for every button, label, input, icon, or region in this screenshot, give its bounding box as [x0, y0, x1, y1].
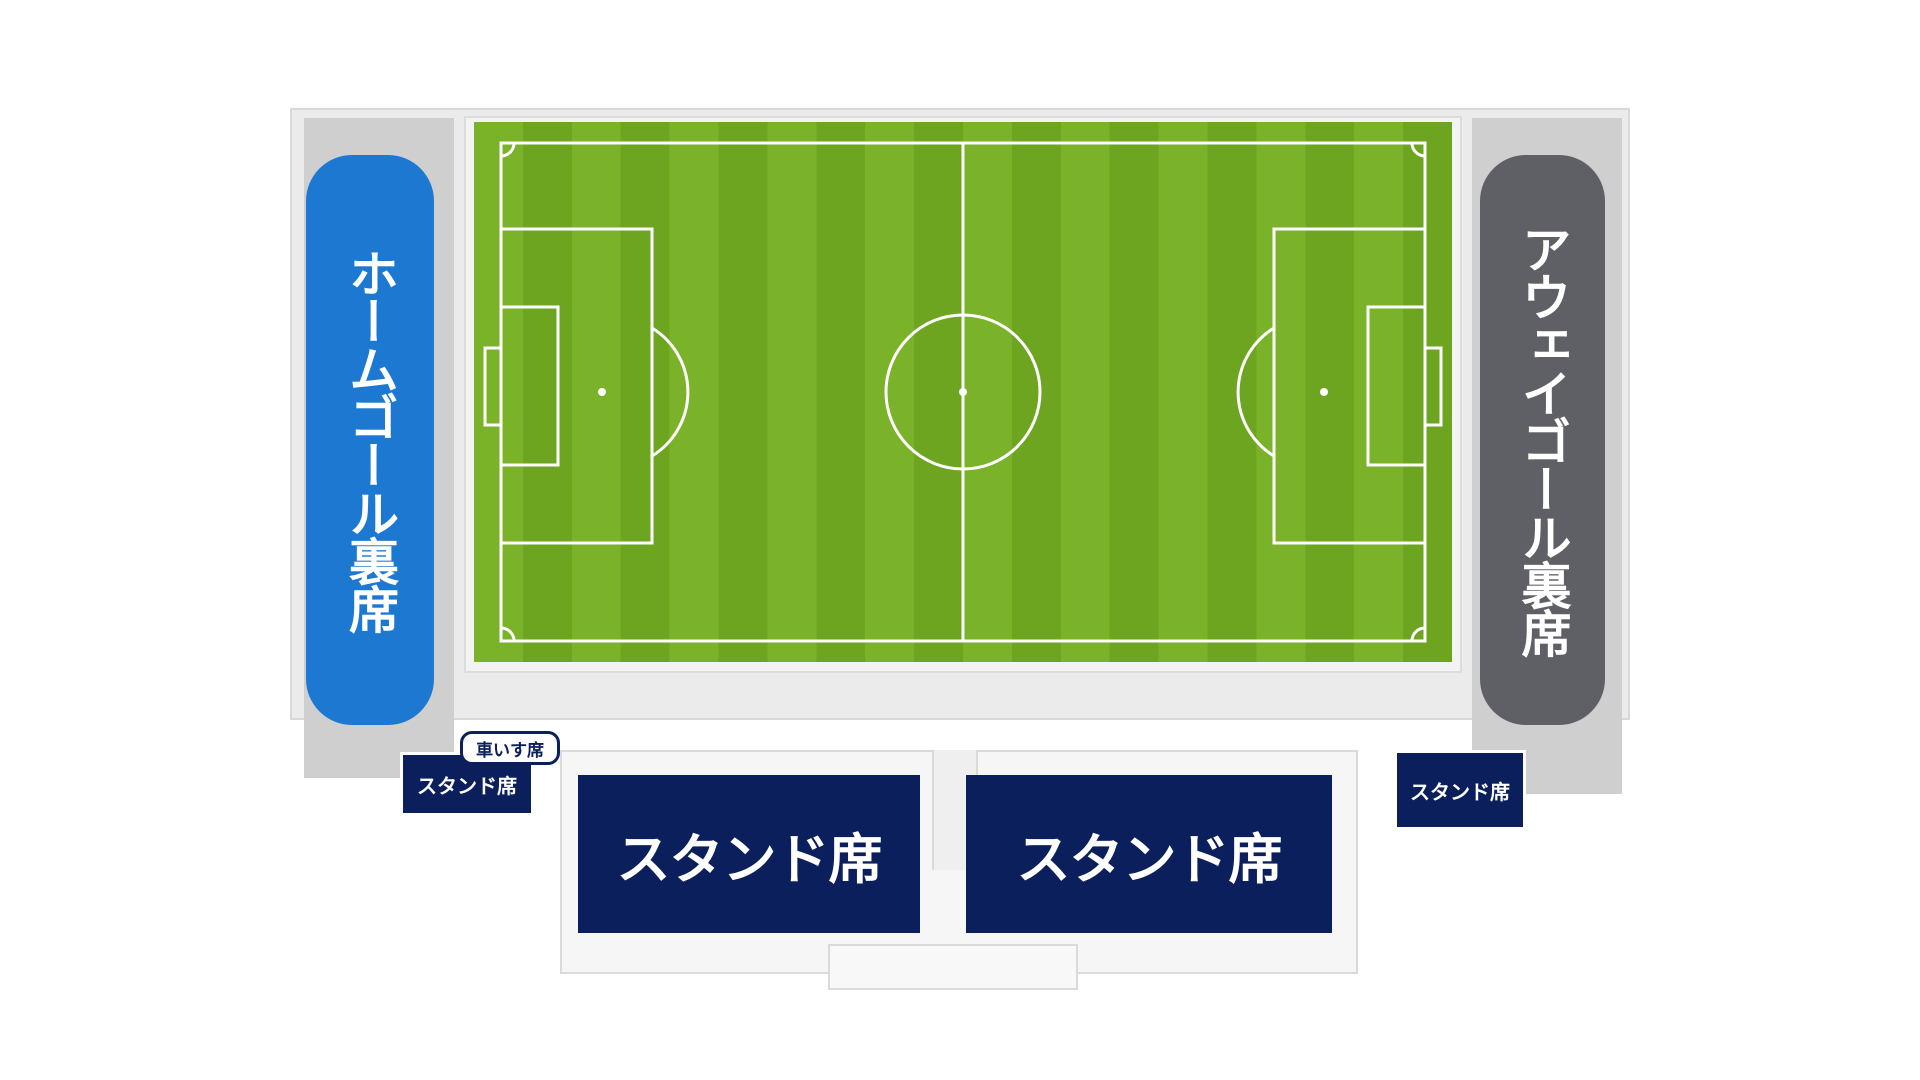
penalty-spot-right: [1320, 388, 1328, 396]
home-goal-seat-label: ホームゴール裏席: [341, 248, 399, 632]
away-goal-seat-block[interactable]: アウェイゴール裏席: [1480, 155, 1605, 725]
stand-seat-label: スタンド席: [616, 827, 883, 891]
goal-area-left: [499, 305, 560, 467]
corner-arc-bottom-right: [1410, 626, 1426, 642]
stand-seat-block-small-right[interactable]: スタンド席: [1394, 750, 1526, 830]
wheelchair-seat-badge[interactable]: 車いす席: [460, 731, 560, 765]
stand-seat-block-main-right[interactable]: スタンド席: [966, 775, 1332, 933]
wheelchair-seat-label: 車いす席: [476, 740, 544, 761]
soccer-pitch: [474, 122, 1452, 662]
away-goal-seat-label: アウェイゴール裏席: [1513, 224, 1572, 656]
penalty-area-right: [1272, 227, 1427, 545]
goal-left: [483, 346, 503, 427]
penalty-spot-left: [598, 388, 606, 396]
home-goal-seat-block[interactable]: ホームゴール裏席: [306, 155, 434, 725]
center-spot: [959, 388, 967, 396]
corner-arc-top-right: [1410, 142, 1426, 158]
goal-area-right: [1366, 305, 1427, 467]
center-circle: [884, 313, 1042, 471]
corner-arc-top-left: [500, 142, 516, 158]
stand-seat-label: スタンド席: [417, 773, 517, 798]
goal-right: [1423, 346, 1443, 427]
penalty-area-left: [499, 227, 654, 545]
penalty-arc-left: [651, 326, 690, 458]
stand-seat-label: スタンド席: [1410, 779, 1510, 804]
main-stand-foot: [828, 944, 1078, 990]
stand-seat-label: スタンド席: [1016, 827, 1283, 891]
stand-seat-block-main-left[interactable]: スタンド席: [578, 775, 920, 933]
corner-arc-bottom-left: [500, 626, 516, 642]
pitch-lines: [483, 141, 1443, 643]
penalty-arc-right: [1236, 326, 1275, 458]
